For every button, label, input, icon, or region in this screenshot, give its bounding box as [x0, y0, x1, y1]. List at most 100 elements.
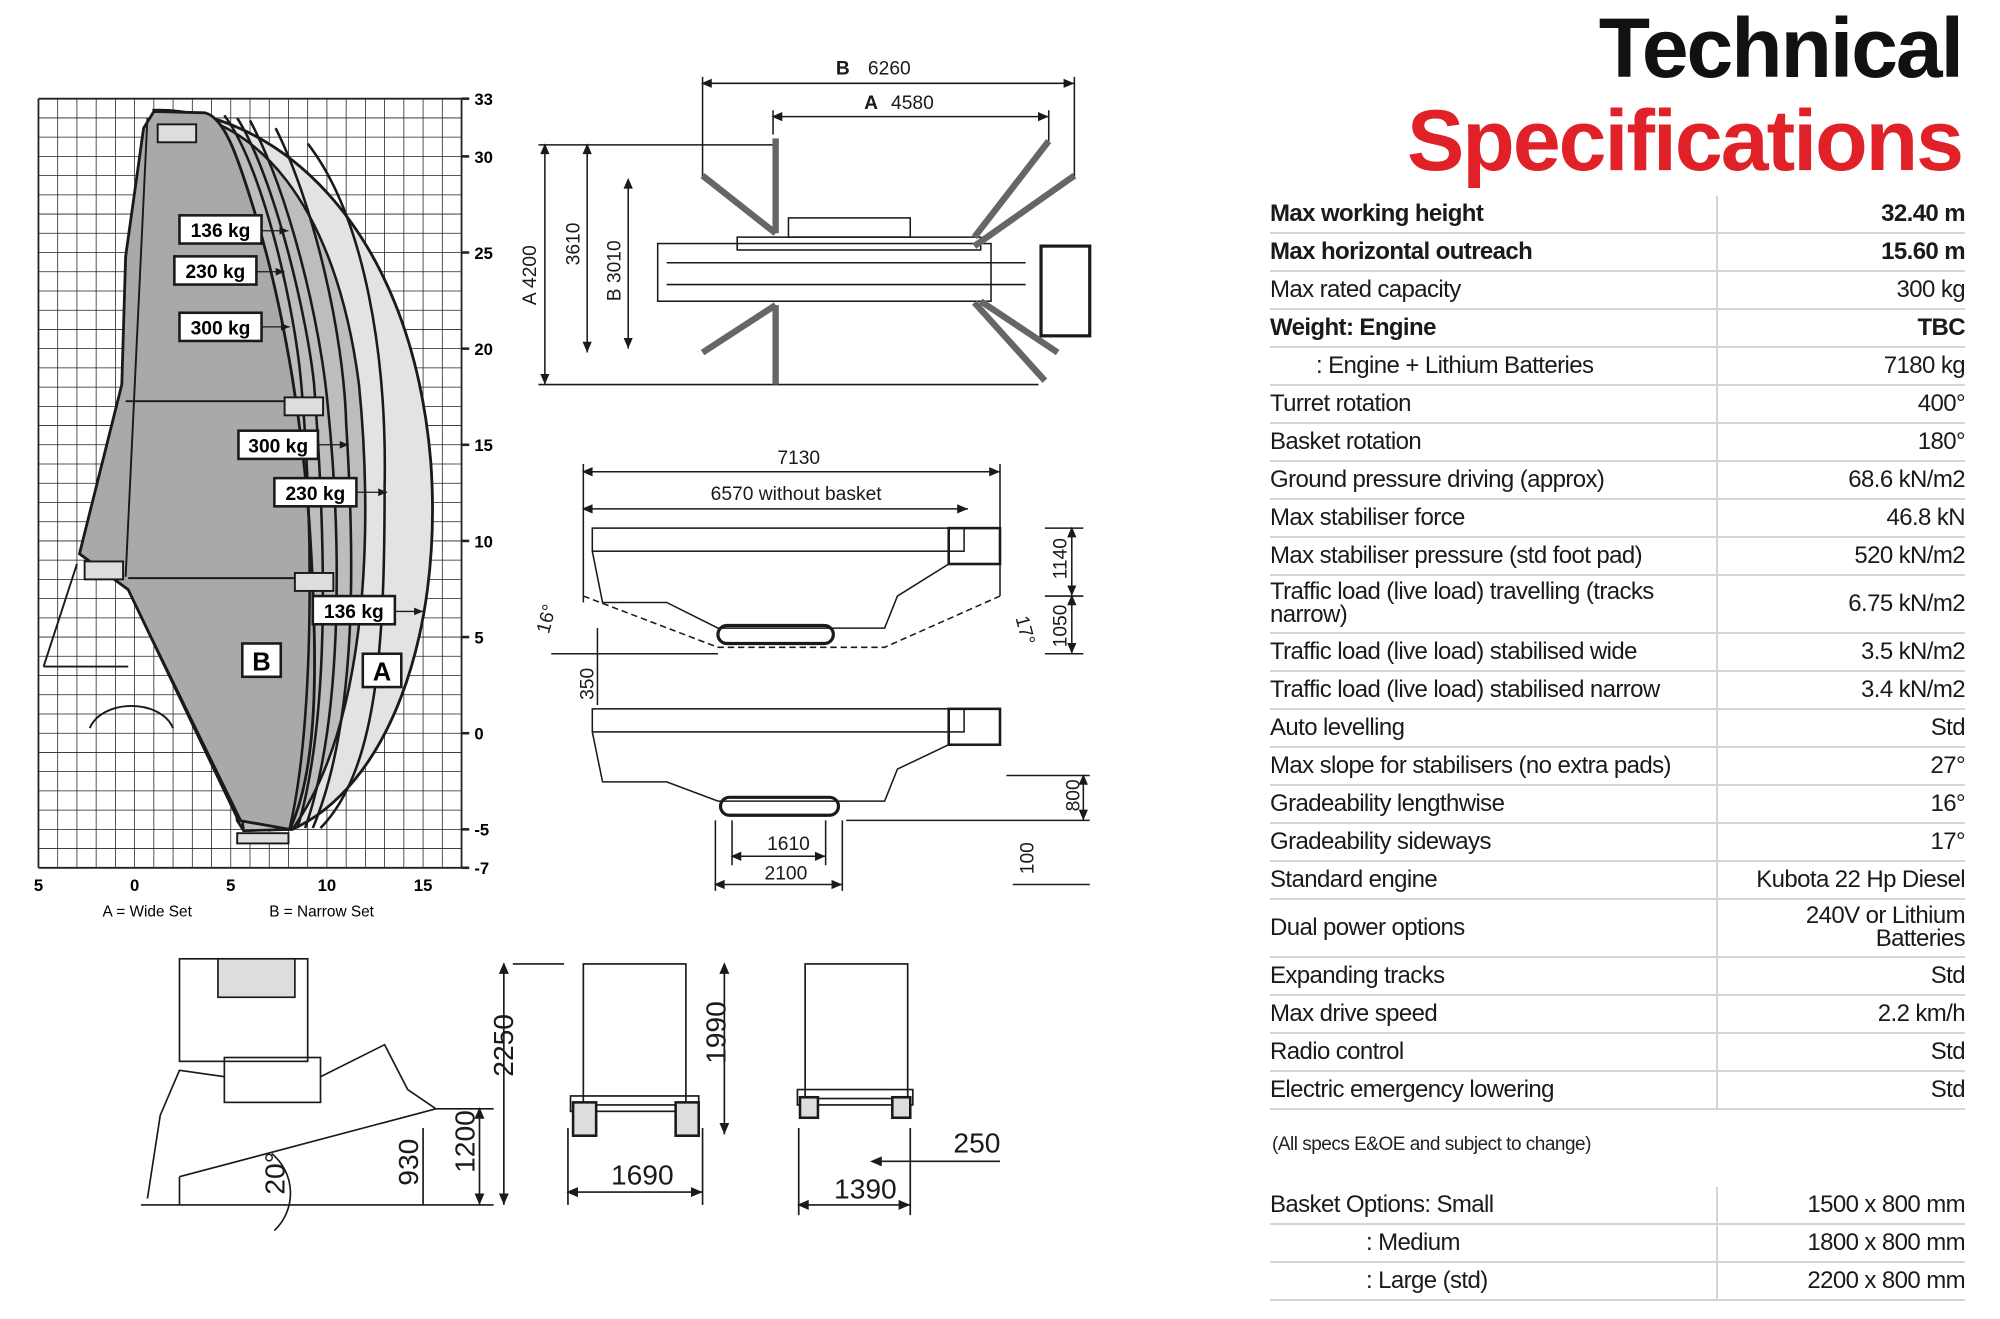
spec-value: TBC — [1917, 313, 1965, 341]
legend-narrow-set: B = Narrow Set — [269, 904, 374, 921]
label-a-136: 136 kg — [311, 594, 424, 626]
spec-row: Max slope for stabilisers (no extra pads… — [1270, 748, 1966, 786]
length-without-basket: 6570 without basket — [711, 484, 883, 505]
stowed-height: 800 — [1063, 779, 1084, 811]
label-b-300-text: 300 kg — [191, 319, 251, 340]
spec-label: Expanding tracks — [1270, 958, 1718, 994]
spec-value: 17° — [1930, 827, 1966, 855]
angle-rear: 17° — [1011, 614, 1039, 648]
spec-value: 32.40 m — [1881, 199, 1965, 227]
spec-row: Ground pressure driving (approx)68.6 kN/… — [1270, 462, 1966, 500]
spec-row: Turret rotation 400° — [1270, 386, 1966, 424]
spec-label: Electric emergency lowering — [1270, 1072, 1718, 1108]
spec-label: Dual power options — [1270, 900, 1718, 956]
label-a-230: 230 kg — [273, 476, 388, 508]
end-height: 2250 — [487, 1014, 519, 1077]
spec-label: : Large (std) — [1270, 1263, 1718, 1299]
label-b-230-text: 230 kg — [185, 262, 245, 283]
spec-value: 400° — [1917, 389, 1966, 417]
spec-value: 1500 x 800 mm — [1807, 1190, 1965, 1218]
plan-a-label: A — [864, 93, 878, 114]
end-height2: 1200 — [448, 1110, 480, 1173]
spec-value: 27° — [1930, 751, 1966, 779]
spec-value: 7180 kg — [1883, 351, 1966, 379]
spec-value: 180° — [1917, 427, 1966, 455]
spec-value: 2200 x 800 mm — [1807, 1266, 1965, 1294]
spec-label: Max horizontal outreach — [1270, 234, 1718, 270]
label-b-300: 300 kg — [178, 311, 290, 343]
plan-b-width: 6260 — [868, 58, 911, 79]
spec-row: Dual power options 240V or Lithium Batter… — [1270, 900, 1966, 958]
zone-a-label: A — [361, 652, 403, 689]
zone-b-text: B — [252, 648, 271, 676]
spec-label: Radio control — [1270, 1034, 1718, 1070]
track-total: 2100 — [765, 863, 808, 884]
height-upper: 1140 — [1051, 538, 1072, 579]
y-tick-label: -5 — [474, 821, 489, 840]
y-tick-label: 33 — [474, 90, 493, 109]
x-tick-label: 0 — [130, 876, 139, 895]
spec-label: Max drive speed — [1270, 996, 1718, 1032]
spec-label: Max stabiliser force — [1270, 500, 1718, 536]
spec-row: : Engine + Lithium Batteries 7180 kg — [1270, 348, 1966, 386]
spec-label: Traffic load (live load) stabilised narr… — [1270, 672, 1718, 708]
spec-value: 16° — [1930, 789, 1966, 817]
y-tick-label: 15 — [474, 436, 493, 455]
spec-row: : Large (std) 2200 x 800 mm — [1270, 1263, 1966, 1301]
spec-label: Auto levelling — [1270, 710, 1718, 746]
spec-row: Traffic load (live load) stabilised wide… — [1270, 634, 1966, 672]
spec-value: 520 kN/m2 — [1854, 541, 1965, 569]
y-tick-label: -7 — [474, 859, 489, 878]
x-tick-label: 15 — [414, 876, 433, 895]
y-tick-label: 0 — [474, 725, 483, 744]
spec-label: Max slope for stabilisers (no extra pads… — [1270, 748, 1718, 784]
spec-label: Gradeability lengthwise — [1270, 786, 1718, 822]
plan-b-depth: B 3010 — [605, 240, 626, 301]
plan-mid-depth: 3610 — [563, 223, 584, 266]
y-tick-label: 30 — [474, 148, 493, 167]
spec-label: Turret rotation — [1270, 386, 1718, 422]
spec-value: Std — [1930, 1037, 1966, 1065]
end-angle: 20° — [259, 1152, 291, 1195]
spec-label: Max rated capacity — [1270, 272, 1718, 308]
spec-value: Kubota 22 Hp Diesel — [1756, 865, 1965, 893]
x-tick-label: 10 — [318, 876, 337, 895]
spec-row: Radio control Std — [1270, 1034, 1966, 1072]
spec-row: Traffic load (live load) stabilised narr… — [1270, 672, 1966, 710]
label-a-300-text: 300 kg — [248, 436, 308, 457]
view2-width: 1690 — [611, 1158, 674, 1190]
spec-value: Std — [1930, 961, 1966, 989]
specs-disclaimer: (All specs E&OE and subject to change) — [1272, 1134, 1591, 1155]
spec-value: 46.8 kN — [1886, 503, 1965, 531]
plan-b-label: B — [836, 58, 850, 79]
spec-row: Gradeability lengthwise 16° — [1270, 786, 1966, 824]
spec-label: Max working height — [1270, 196, 1718, 232]
y-tick-label: 25 — [474, 244, 493, 263]
spec-label: Basket rotation — [1270, 424, 1718, 460]
spec-row: Max drive speed 2.2 km/h — [1270, 996, 1966, 1034]
spec-label: : Medium — [1270, 1225, 1718, 1261]
height-lower: 1050 — [1051, 605, 1072, 648]
spec-table: Max working height 32.40 m Max horizontal … — [1270, 196, 1966, 1110]
y-tick-label: 10 — [474, 532, 493, 551]
spec-label: Ground pressure driving (approx) — [1270, 462, 1718, 498]
side-view-stowed — [591, 707, 1090, 891]
view3-width: 1390 — [834, 1173, 897, 1205]
spec-row: Traffic load (live load) travelling (tra… — [1270, 576, 1966, 634]
label-a-300: 300 kg — [237, 429, 349, 461]
spec-label: : Engine + Lithium Batteries — [1270, 348, 1718, 384]
spec-value: Std — [1930, 1075, 1966, 1103]
spec-value: 6.75 kN/m2 — [1848, 589, 1965, 617]
view3-offset: 250 — [953, 1126, 1000, 1158]
spec-value: 240V or Lithium Batteries — [1805, 902, 1966, 952]
spec-value: 2.2 km/h — [1877, 999, 1966, 1027]
